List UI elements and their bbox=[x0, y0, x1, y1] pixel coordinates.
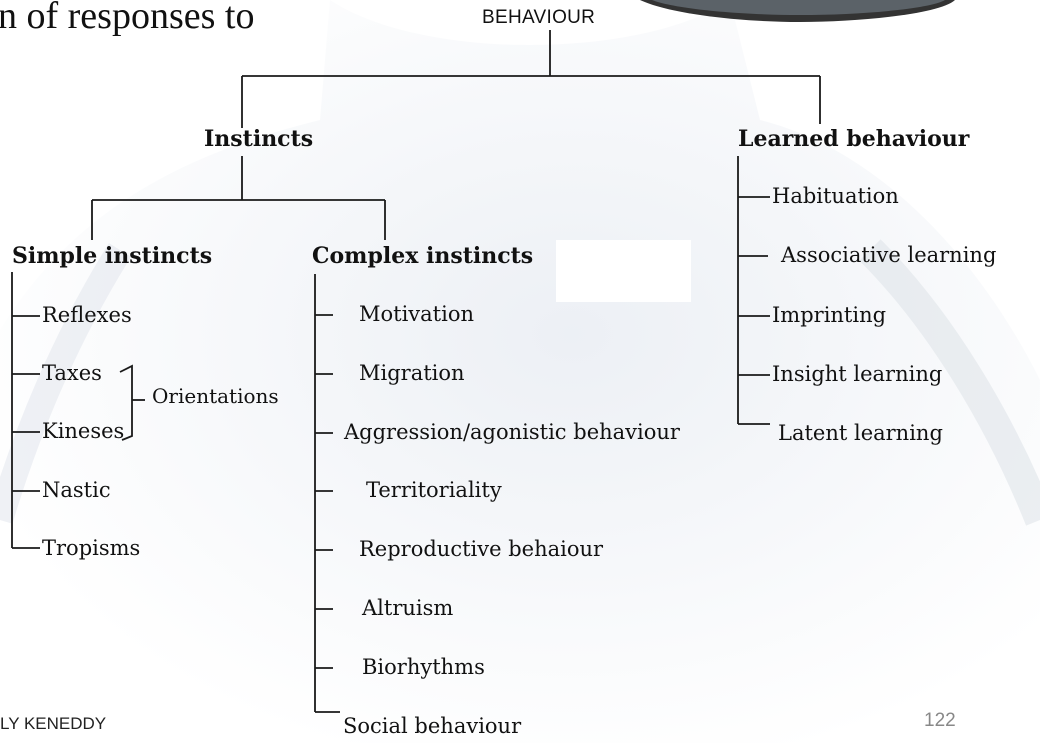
simple-item-nastic: Nastic bbox=[42, 478, 111, 502]
learned-item-habituation: Habituation bbox=[772, 184, 899, 208]
learned-item-imprinting: Imprinting bbox=[772, 303, 887, 327]
complex-item-aggression: Aggression/agonistic behaviour bbox=[344, 420, 680, 444]
root-node-behaviour: BEHAVIOUR bbox=[482, 7, 596, 28]
node-simple-instincts: Simple instincts bbox=[12, 243, 213, 269]
node-complex-instincts: Complex instincts bbox=[312, 243, 534, 269]
complex-item-motivation: Motivation bbox=[359, 302, 475, 326]
simple-item-tropisms: Tropisms bbox=[42, 536, 141, 560]
simple-item-reflexes: Reflexes bbox=[42, 303, 132, 327]
complex-item-territoriality: Territoriality bbox=[366, 478, 502, 502]
simple-item-kineses: Kineses bbox=[42, 419, 125, 443]
complex-item-migration: Migration bbox=[359, 361, 465, 385]
node-learned-behaviour: Learned behaviour bbox=[738, 126, 970, 152]
learned-item-associative: Associative learning bbox=[781, 243, 997, 267]
complex-item-biorhythms: Biorhythms bbox=[362, 655, 485, 679]
complex-item-social: Social behaviour bbox=[343, 714, 522, 738]
footer-author: LY KENEDDY bbox=[0, 714, 107, 733]
orientations-label: Orientations bbox=[152, 384, 279, 408]
slide-heading: n of responses to bbox=[0, 0, 255, 37]
page-number: 122 bbox=[924, 710, 956, 731]
learned-item-latent: Latent learning bbox=[778, 421, 943, 445]
complex-item-reproductive: Reproductive behaiour bbox=[359, 537, 604, 561]
simple-item-taxes: Taxes bbox=[42, 361, 102, 385]
complex-item-altruism: Altruism bbox=[362, 596, 454, 620]
node-instincts: Instincts bbox=[204, 126, 314, 152]
learned-item-insight: Insight learning bbox=[772, 362, 943, 386]
